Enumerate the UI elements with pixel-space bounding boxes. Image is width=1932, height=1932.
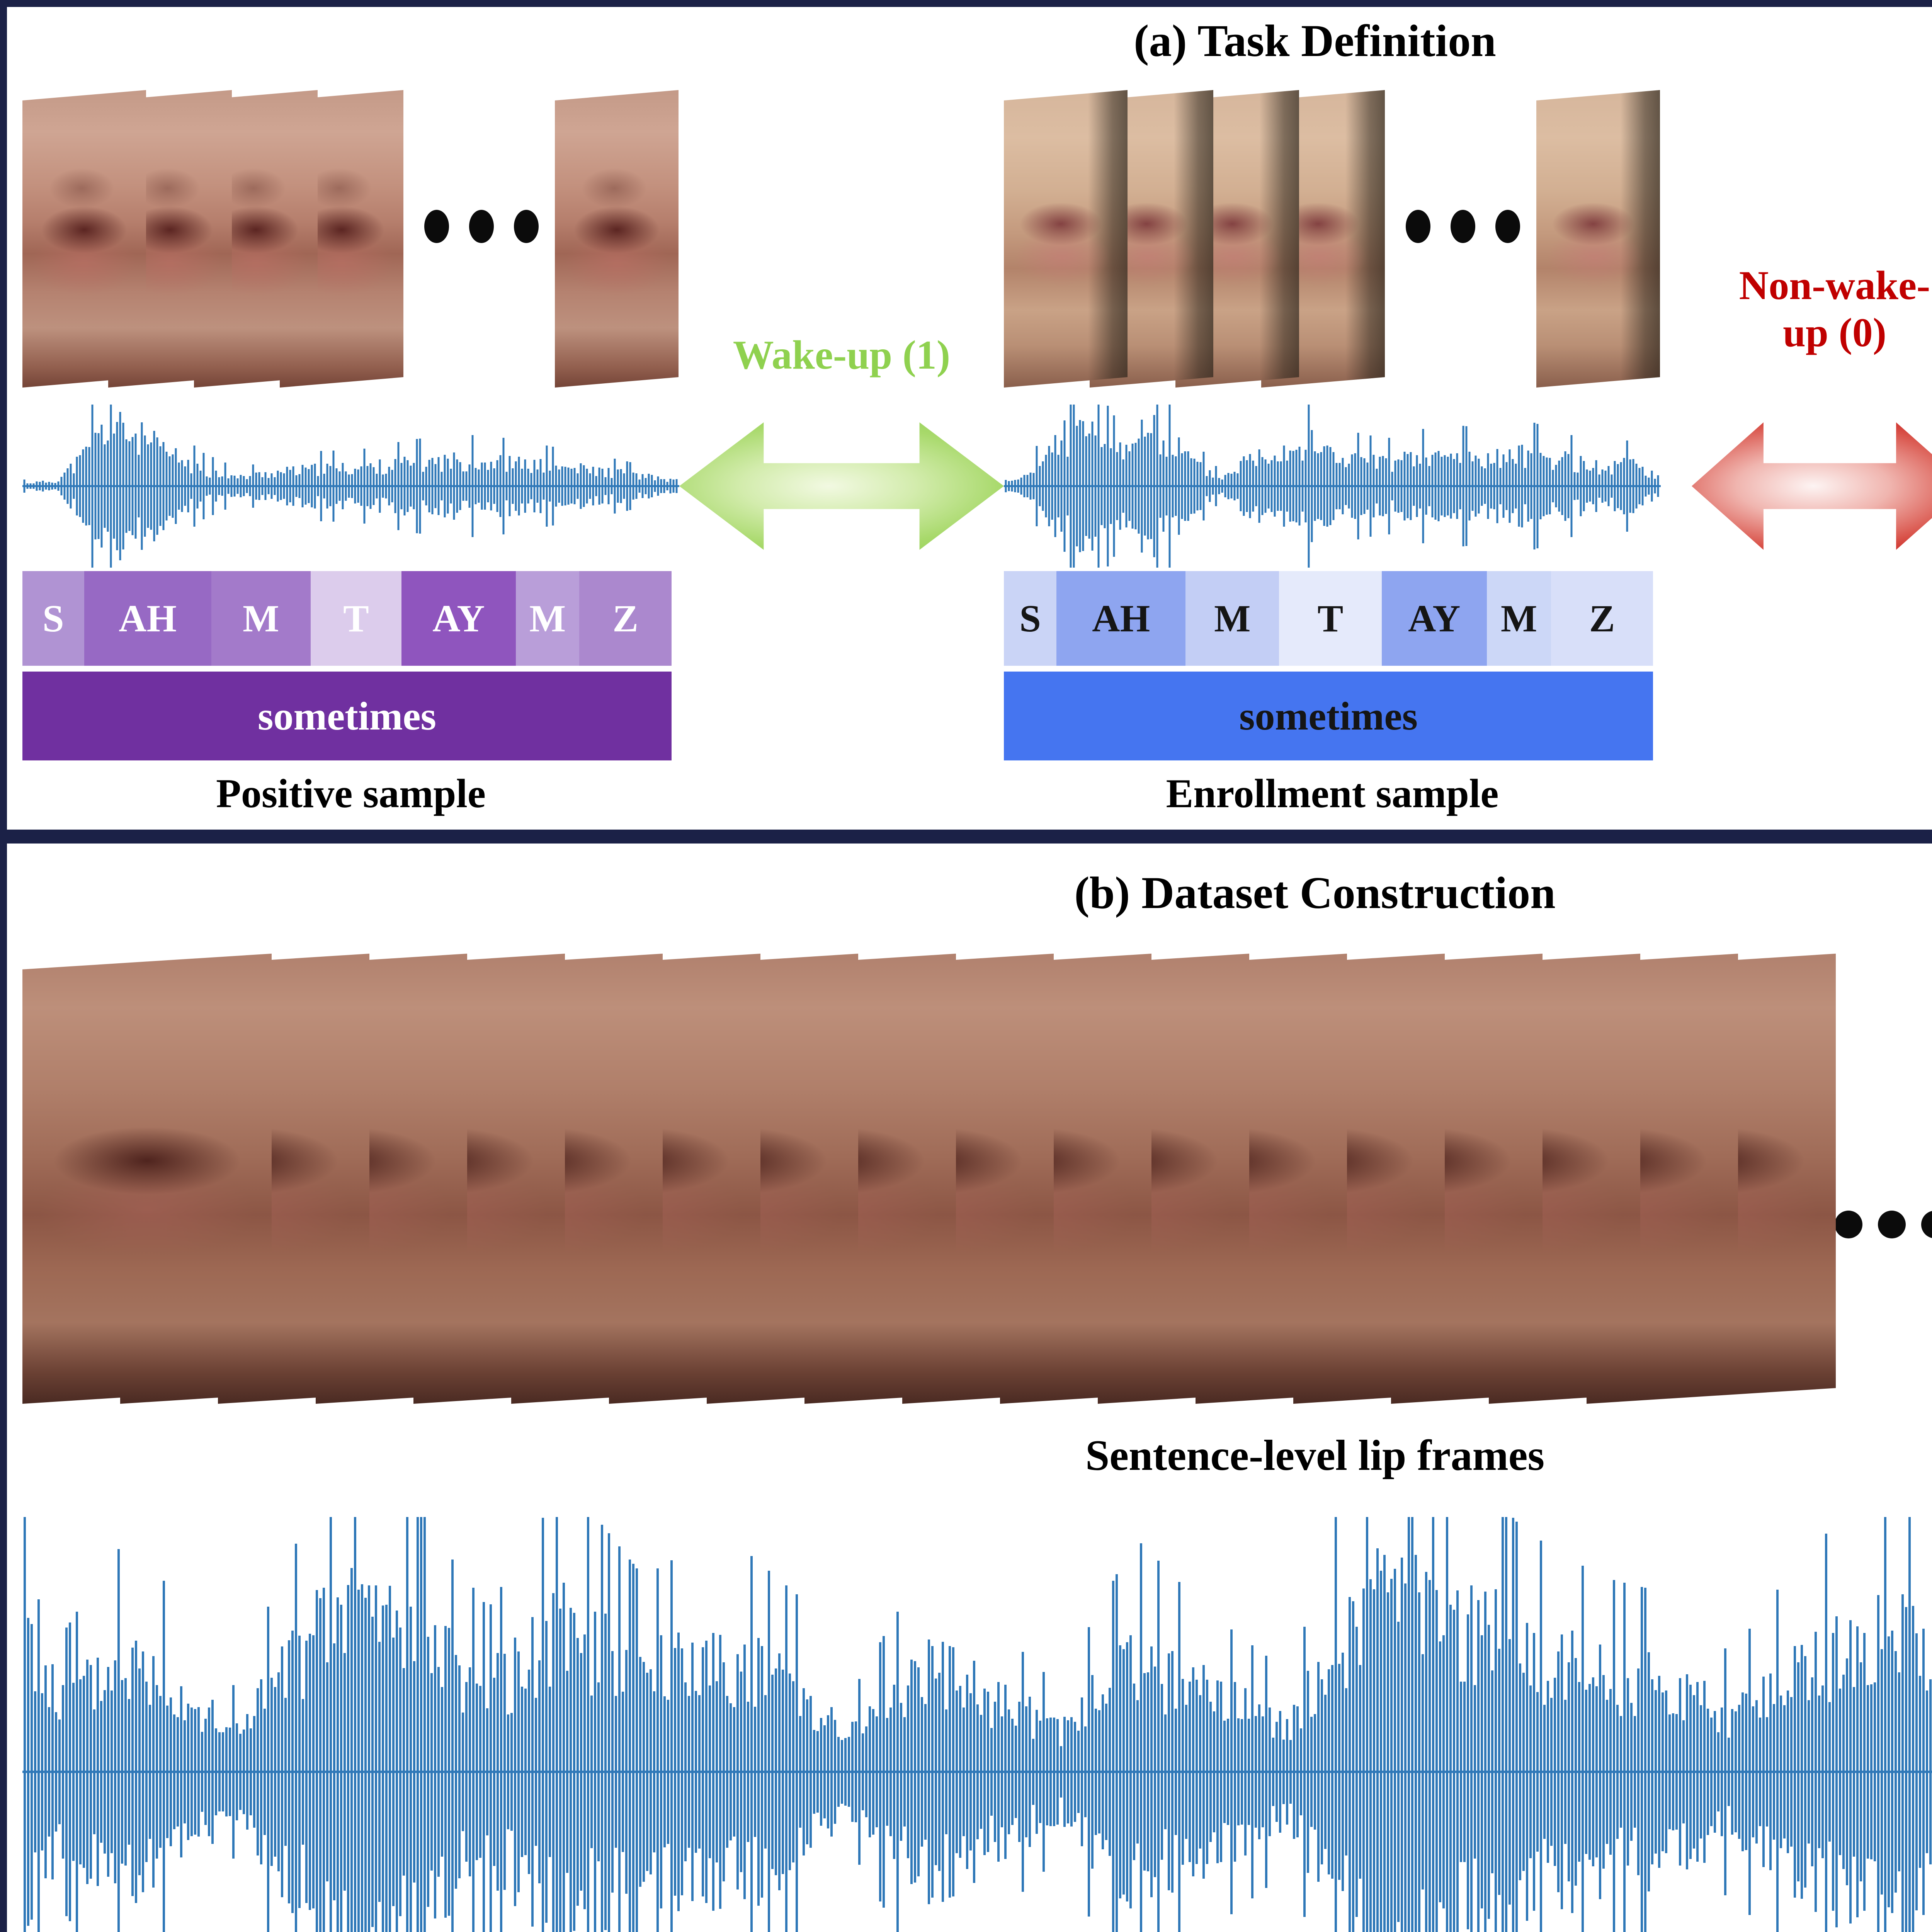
- phoneme-row-s: S: [1004, 571, 1057, 666]
- non-wake-up-label-line1: Non-wake-: [1739, 263, 1930, 308]
- dot-icon: [1835, 1211, 1862, 1238]
- lip-frames-label: Sentence-level lip frames: [1085, 1432, 1545, 1480]
- phoneme-row-t: T: [1279, 571, 1382, 666]
- word-bar: sometimes: [1004, 672, 1653, 760]
- lip-frame: [555, 90, 679, 388]
- wake-up-arrow-icon: [679, 422, 1004, 550]
- dot-icon: [1878, 1211, 1906, 1238]
- sentence-lip-frames-strip: [22, 954, 1932, 1410]
- sample-label: Positive sample: [216, 771, 486, 816]
- dot-icon: [1921, 1211, 1932, 1238]
- wake-up-label: Wake-up (1): [733, 332, 951, 378]
- non-wake-up-label: Non-wake- up (0): [1684, 262, 1932, 356]
- phoneme-row-m: M: [1486, 571, 1551, 666]
- lip-frames-row: [1004, 90, 1661, 399]
- lip-frame: [22, 954, 272, 1404]
- lip-frame: [1004, 90, 1128, 388]
- dot-icon: [1406, 210, 1430, 243]
- lip-frame-stack: [1004, 90, 1661, 399]
- sentence-waveform: [22, 1517, 1932, 1932]
- panel-b-title: (b) Dataset Construction: [1074, 867, 1556, 918]
- phoneme-row-ay: AY: [401, 571, 516, 666]
- dot-icon: [424, 210, 449, 243]
- ellipsis-icon: [1406, 210, 1520, 243]
- phoneme-row-ah: AH: [1056, 571, 1186, 666]
- non-wake-up-arrow-icon: [1692, 422, 1932, 550]
- sample-label: Enrollment sample: [1166, 771, 1499, 816]
- word-bar: sometimes: [22, 672, 672, 760]
- phoneme-row-t: T: [310, 571, 402, 666]
- phoneme-row-ah: AH: [84, 571, 211, 666]
- phoneme-row-m: M: [515, 571, 580, 666]
- panel-dataset-construction: (b) Dataset Construction Sentence-level …: [0, 837, 1932, 1932]
- lip-frame: [1536, 90, 1660, 388]
- lip-frame: [22, 90, 146, 388]
- lip-frame-stack: [22, 90, 679, 399]
- dot-icon: [514, 210, 539, 243]
- dot-icon: [1451, 210, 1475, 243]
- phoneme-row-m: M: [1185, 571, 1279, 666]
- dot-icon: [469, 210, 494, 243]
- waveform: [22, 405, 679, 568]
- phoneme-row-z: Z: [1551, 571, 1653, 666]
- phoneme-row-s: S: [22, 571, 84, 666]
- ellipsis-icon: [424, 210, 539, 243]
- non-wake-up-label-line2: up (0): [1782, 310, 1886, 355]
- phoneme-row-ay: AY: [1381, 571, 1487, 666]
- lip-frame-stack: [22, 954, 1932, 1410]
- phoneme-row-z: Z: [579, 571, 672, 666]
- panel-a-title: (a) Task Definition: [1134, 15, 1496, 66]
- lip-frames-row: [22, 90, 679, 399]
- dot-icon: [1495, 210, 1520, 243]
- phoneme-row-m: M: [211, 571, 311, 666]
- ellipsis-icon: [1835, 1211, 1932, 1238]
- waveform: [1004, 405, 1661, 568]
